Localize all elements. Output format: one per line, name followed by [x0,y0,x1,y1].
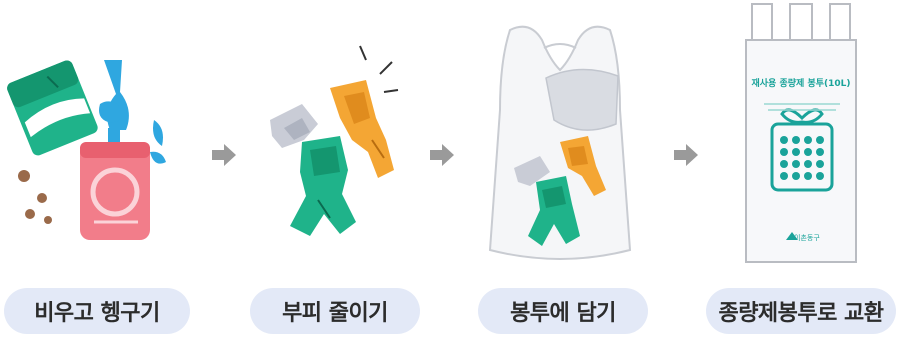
step-exchange: 재사용 종량제 봉투(10L) 이촌동구 종량제봉투로 교환 [706,0,898,341]
arrow-right-icon [674,144,698,166]
step-rinse: 비우고 헹구기 [0,0,200,341]
bag-issuer: 이촌동구 [794,234,820,242]
step-bag: 봉투에 담기 [470,0,650,341]
step-label-bag: 봉투에 담기 [478,288,648,334]
bag-title: 재사용 종량제 봉투(10L) [751,79,851,89]
rinse-bottle-icon [0,0,200,280]
step-label-exchange: 종량제봉투로 교환 [706,288,896,334]
step-crush: 부피 줄이기 [244,0,420,341]
arrow-right-icon [212,144,236,166]
plastic-bag-icon [470,0,650,280]
step-label-rinse: 비우고 헹구기 [4,288,190,334]
trash-bag-exchange-icon [706,0,898,280]
step-label-crush: 부피 줄이기 [250,288,420,334]
crushed-bottles-icon [244,0,420,280]
arrow-right-icon [430,144,454,166]
